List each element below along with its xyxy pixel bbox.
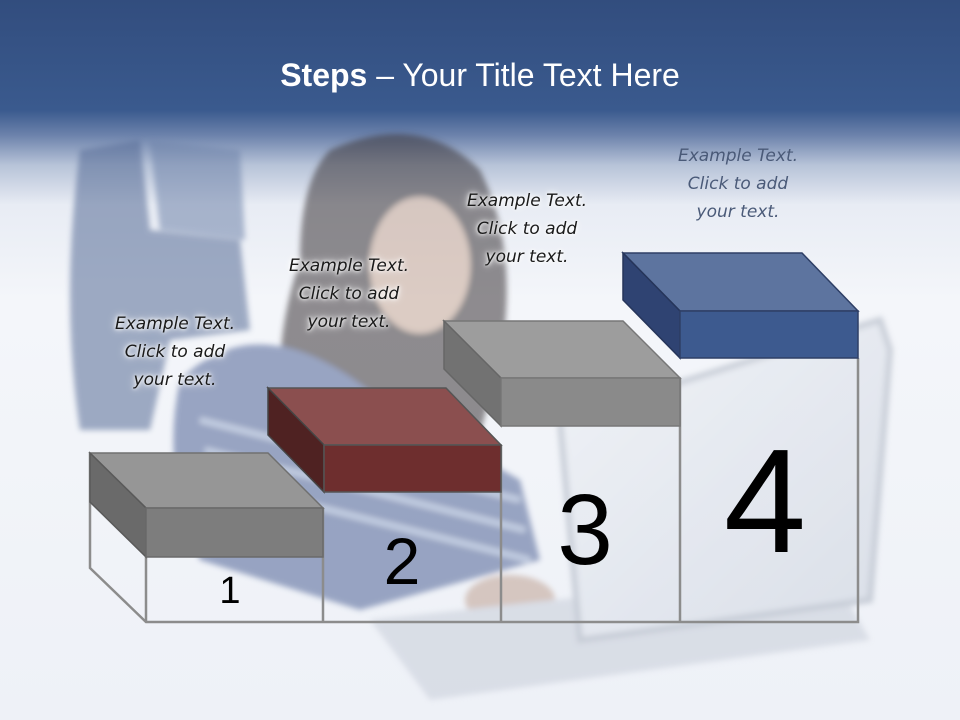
step-block-2[interactable]	[266, 386, 503, 494]
step-caption-2[interactable]: Example Text. Click to add your text.	[288, 256, 410, 332]
step-block-4[interactable]	[621, 251, 860, 360]
title-bold: Steps	[280, 57, 368, 93]
step-number-3: 3	[557, 474, 613, 586]
step-block-1[interactable]	[88, 451, 325, 559]
step-number-4: 4	[723, 419, 807, 584]
step-caption-4[interactable]: Example Text. Click to add your text.	[677, 146, 799, 222]
step-caption-1[interactable]: Example Text. Click to add your text.	[114, 314, 236, 390]
step-number-1: 1	[219, 570, 241, 612]
slide-title[interactable]: Steps – Your Title Text Here	[0, 52, 960, 98]
step-block-3[interactable]	[442, 319, 682, 428]
step-number-2: 2	[383, 524, 421, 598]
step-caption-3[interactable]: Example Text. Click to add your text.	[466, 191, 588, 267]
title-rest: – Your Title Text Here	[367, 57, 680, 93]
